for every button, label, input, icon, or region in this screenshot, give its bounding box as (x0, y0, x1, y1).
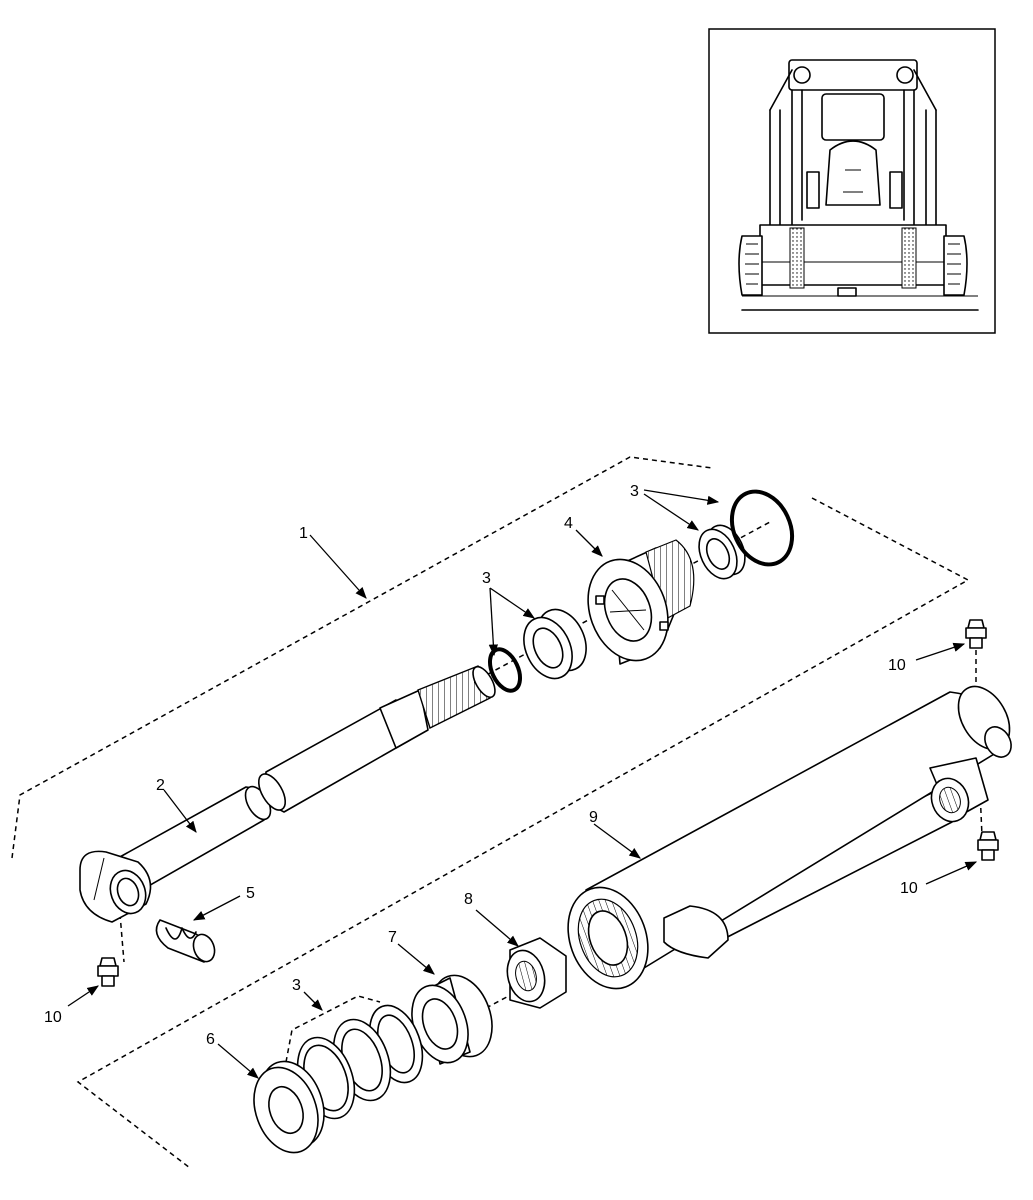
part-10-grease-fitting-left (97, 957, 119, 987)
part-9-cylinder-barrel (567, 685, 1012, 990)
callout-9: 9 (589, 809, 598, 826)
callout-8: 8 (464, 891, 473, 908)
part-8-lock-nut (506, 937, 567, 1009)
group-outline-rod (11, 456, 713, 859)
part-3-o-ring-large (729, 489, 795, 567)
callout-4: 4 (564, 515, 573, 532)
callout-7: 7 (388, 929, 397, 946)
callout-6: 6 (206, 1031, 215, 1048)
group-outline-cylinder (76, 497, 970, 1169)
group-outline-seals (285, 995, 381, 1063)
part-5-pin (155, 919, 216, 963)
part-7-piston (411, 974, 493, 1065)
callout-2: 2 (156, 777, 165, 794)
callout-3-bottom: 3 (292, 977, 301, 994)
skid-steer-loader-rear-view-icon (738, 59, 979, 311)
part-4-gland-nut (587, 539, 695, 665)
callout-10-top-right: 10 (888, 657, 906, 674)
part-6-wear-ring (253, 1060, 325, 1154)
callout-10-right: 10 (900, 880, 918, 897)
callout-10-left: 10 (44, 1009, 62, 1026)
callout-3-mid: 3 (482, 570, 491, 587)
callout-1: 1 (299, 525, 308, 542)
callout-3-top: 3 (630, 483, 639, 500)
leader-arrows (67, 489, 978, 1079)
part-10-grease-fitting-right (977, 831, 999, 861)
part-2-piston-rod (79, 665, 496, 923)
callout-5: 5 (246, 885, 255, 902)
part-3-piston-seals (296, 1004, 424, 1120)
part-10-grease-fitting-top (965, 619, 987, 649)
part-3-wiper-seal (523, 608, 587, 680)
inset-machine-view (708, 28, 996, 334)
